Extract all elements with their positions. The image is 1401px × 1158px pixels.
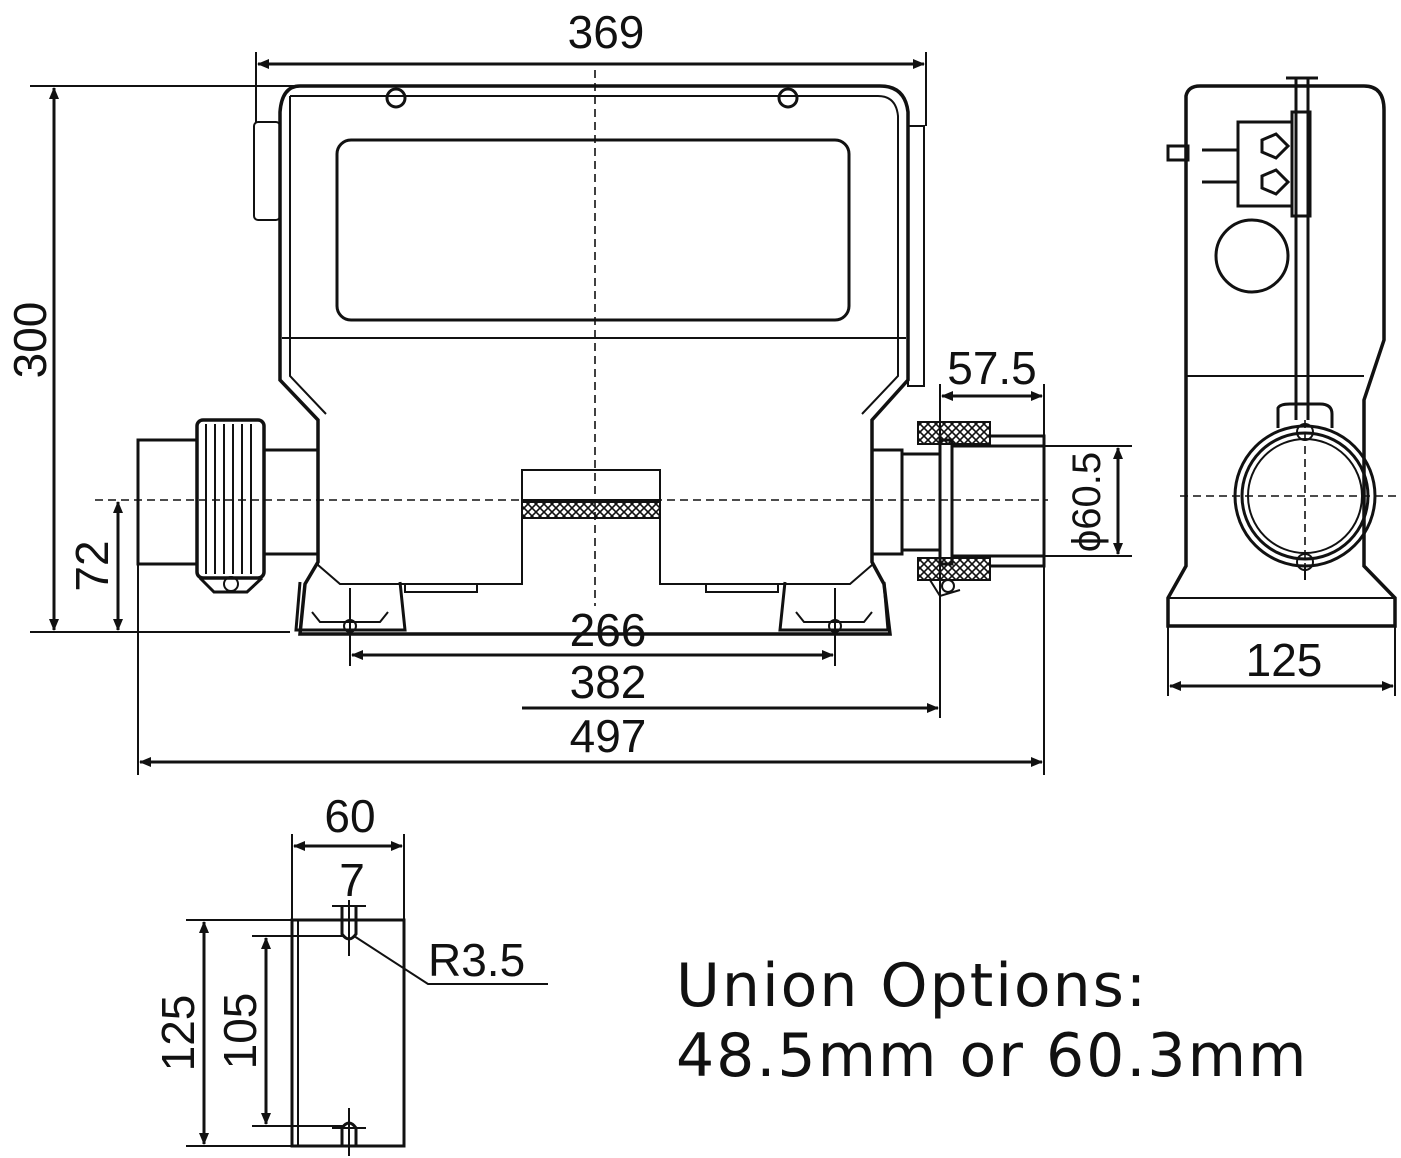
bracket-view [290,900,548,1156]
note-sizes: 48.5mm or 60.3mm [676,1021,1309,1091]
dim-bracket-105: 105 [214,993,266,1070]
dim-dia-605: ϕ60.5 [1065,452,1109,552]
dim-side-125: 125 [1246,634,1323,686]
dim-height-left: 300 [4,302,56,379]
side-view [1166,76,1398,628]
dim-width-382: 382 [570,656,647,708]
dim-slot-7: 7 [339,854,365,906]
dim-overall-497: 497 [570,710,647,762]
screw-icon [385,87,407,109]
port-circle [1214,218,1290,294]
dim-bracket-125: 125 [152,995,204,1072]
screw-icon [777,87,799,109]
housing-body [278,84,910,636]
display-window [335,138,851,322]
dimension-labels: 369 300 72 57.5 ϕ60.5 266 382 497 125 60… [4,6,1322,1071]
dim-width-top: 369 [568,6,645,58]
dim-offset-72: 72 [66,540,118,591]
union-options-note: Union Options: 48.5mm or 60.3mm [676,951,1309,1091]
dim-radius: R3.5 [428,934,525,986]
dim-union-57: 57.5 [947,342,1037,394]
dim-bracket-60: 60 [324,790,375,842]
dim-mount-266: 266 [570,604,647,656]
dimension-lines [30,52,1396,1147]
front-view [95,70,1048,636]
note-title: Union Options: [676,951,1148,1021]
